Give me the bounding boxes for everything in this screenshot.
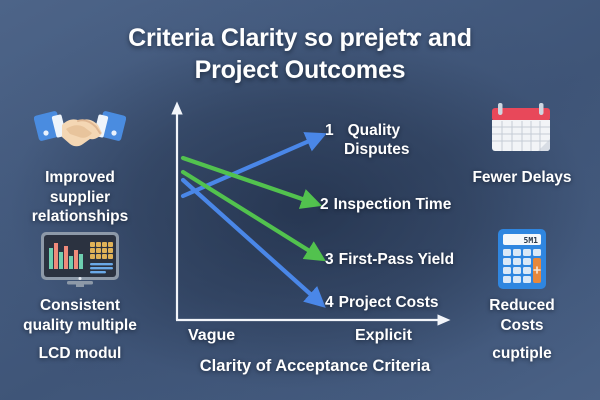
series-number: 3 (325, 251, 334, 268)
series-number: 2 (320, 196, 329, 213)
caption-line: Reduced (489, 297, 555, 314)
benefit-reduced-costs: 5M1 Reduced Costs (447, 228, 597, 364)
monitor-chart-icon (5, 228, 155, 290)
title-line-1: Criteria Clarity so prejetɤ and (128, 24, 472, 52)
series-line-first-pass-yield (180, 169, 326, 262)
benefit-improved-supplier-relationships: Improved supplier relationships (5, 100, 155, 227)
series-name: Inspection Time (333, 196, 452, 213)
x-tick-vague: Vague (188, 327, 236, 344)
caption-line: Improved (45, 169, 115, 186)
series-label-quality-disputes: 1 Quality Disputes (325, 122, 445, 159)
title-line-2: Project Outcomes (194, 56, 406, 84)
benefit-consistent-quality: Consistent quality multiple LCD modul (5, 228, 155, 364)
benefit-caption: Fewer Delays (447, 168, 597, 188)
calculator-display-text: 5M1 (524, 236, 539, 245)
benefit-subcaption: cuptiple (492, 345, 552, 363)
series-name: Quality (347, 122, 401, 139)
series-name: First-Pass Yield (338, 251, 455, 268)
series-number: 1 (325, 122, 334, 139)
caption-line: Fewer Delays (472, 169, 572, 186)
series-name: Project Costs (338, 294, 439, 311)
calendar-icon (447, 100, 597, 162)
x-axis-title: Clarity of Acceptance Criteria (199, 357, 431, 375)
caption-line: supplier (49, 188, 111, 206)
benefit-caption: Reduced Costs (447, 296, 597, 335)
series-name-cont: Disputes (344, 140, 410, 158)
series-line-inspection-time (180, 155, 323, 209)
calculator-icon: 5M1 (447, 228, 597, 290)
handshake-icon (5, 100, 155, 162)
caption-line: quality multiple (23, 316, 137, 334)
benefit-fewer-delays: Fewer Delays (447, 100, 597, 188)
caption-line: relationships (31, 208, 129, 226)
caption-line: Consistent (39, 297, 121, 314)
series-line-project-costs (180, 177, 326, 308)
chart-axes (171, 101, 451, 326)
caption-line: Costs (500, 316, 544, 334)
x-tick-explicit: Explicit (355, 327, 412, 344)
series-number: 4 (325, 294, 334, 311)
benefit-caption: Consistent quality multiple (5, 296, 155, 335)
benefit-subcaption: LCD modul (38, 345, 122, 363)
benefit-caption: Improved supplier relationships (5, 168, 155, 227)
page-title: Criteria Clarity so prejetɤ and Project … (0, 22, 600, 86)
